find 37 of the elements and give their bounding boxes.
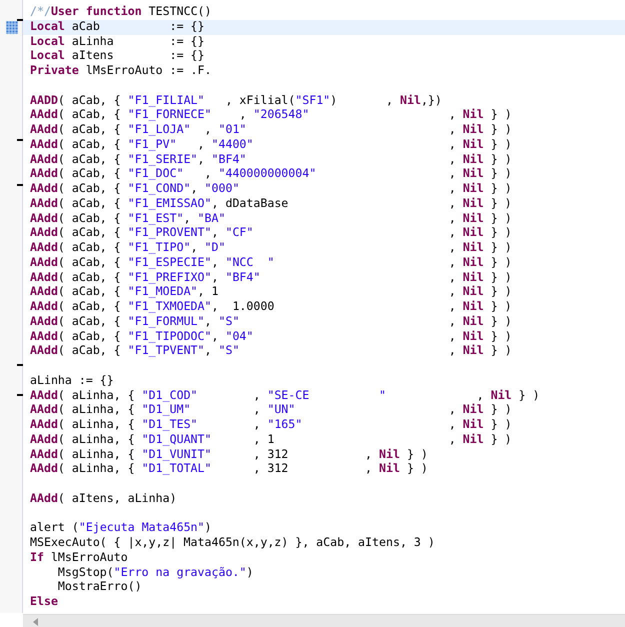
code-line: AAdd( aCab, { "F1_EST", "BA" , Nil } ) [30,210,512,226]
code-line: AAdd( aCab, { "F1_TIPO", "D" , Nil } ) [30,240,512,255]
code-line: AAdd( aCab, { "F1_LOJA" , "01" , Nil } ) [30,122,512,137]
code-line: AAdd( aCab, { "F1_PROVENT", "CF" , Nil } ) [30,225,512,240]
code-line: AAdd( aLinha, { "D1_TES" , "165" , Nil } ) [30,417,512,432]
code-line: AAdd( aLinha, { "D1_COD" , "SE-CE " , Nil } ) [30,388,540,402]
code-line: aLinha := {} [30,372,114,388]
code-line: AAdd( aCab, { "F1_MOEDA", 1 , Nil } ) [30,284,512,300]
code-line: AAdd( aCab, { "F1_ESPECIE", "NCC " , Nil } ) [30,254,512,270]
code-line: AAdd( aLinha, { "D1_UM" , "UN" , Nil } ) [30,402,512,418]
code-line: alert ("Ejecuta Mata465n") [30,520,212,536]
code-line: Else [30,594,58,609]
code-line: Local aCab := {} [30,18,205,34]
code-line: MostraErro() [56,579,142,594]
code-line: Private lMsErroAuto := .F. [30,63,212,78]
code-line: Local aItens := {} [30,48,205,64]
code-line: AAdd( aCab, { "F1_TPVENT", "S" , Nil } ) [30,343,512,358]
code-line: Local aLinha := {} [30,34,205,48]
code-line: AAdd( aCab, { "F1_TXMOEDA", 1.0000 , Nil } ) [30,299,512,314]
code-line: MSExecAuto( { |x,y,z| Mata465n(x,y,z) }, aCab, aItens, 3 ) [30,535,435,550]
code-line: AAdd( aLinha, { "D1_TOTAL" , 312 , Nil } ) [30,461,428,476]
code-line: AAdd( aCab, { "F1_FORMUL", "S" , Nil } ) [30,314,512,329]
code-line: /*/User function TESTNCC() [30,4,212,19]
code-line: AAdd( aItens, aLinha) [30,490,177,506]
code-line: AAdd( aCab, { "F1_DOC" , "440000000004" , Nil } ) [30,166,512,182]
code-line: If lMsErroAuto [30,550,128,565]
code-line: AAdd( aLinha, { "D1_QUANT" , 1 , Nil } ) [30,432,512,447]
code-line: AADD( aCab, { "F1_FILIAL" , xFilial("SF1") , Nil,}) [30,92,442,108]
code-line: AAdd( aCab, { "F1_SERIE", "BF4" , Nil } ) [30,152,512,166]
code-line: AAdd( aCab, { "F1_FORNECE" , "206548" , Nil } ) [30,107,512,122]
code-line: AAdd( aCab, { "F1_COND", "000" , Nil } ) [30,181,512,196]
code-line: AAdd( aCab, { "F1_PV" , "4400" , Nil } ) [30,136,512,152]
code-line: AAdd( aCab, { "F1_PREFIXO", "BF4" , Nil } ) [30,270,512,284]
code-line: AAdd( aLinha, { "D1_VUNIT" , 312 , Nil } ) [30,446,428,462]
code-line: AAdd( aCab, { "F1_TIPODOC", "04" , Nil } ) [30,328,512,344]
code-line: MsgStop("Erro na gravação.") [56,564,254,580]
code-line: AAdd( aCab, { "F1_EMISSAO", dDataBase , Nil } ) [30,196,512,211]
